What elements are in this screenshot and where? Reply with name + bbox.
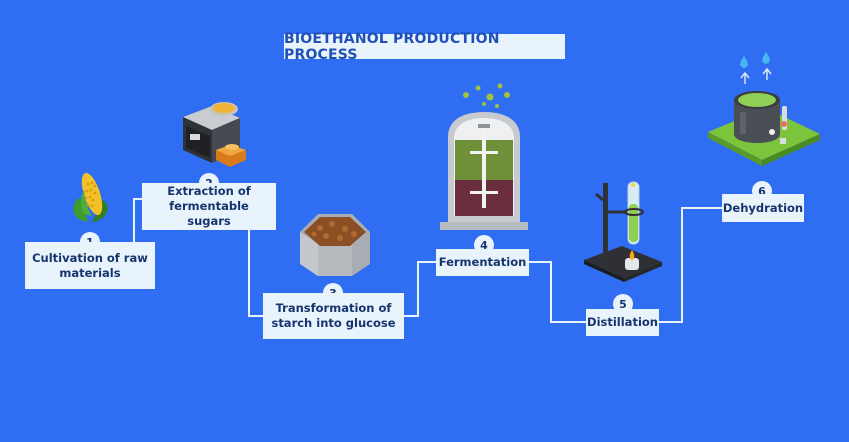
step-4-line1: Fermentation [438,255,527,269]
connector-2-3 [248,230,263,317]
step-3-line1: Transformation of [275,301,392,315]
step-2-line1: Extraction of [167,184,251,198]
step-5-line1: Distillation [587,315,658,329]
dehydration-tank-icon [708,52,820,166]
connector-5-6 [659,207,722,323]
corn-icon [73,172,108,222]
step-1-label: Cultivation of raw materials [25,242,155,289]
step-4-label: Fermentation [436,249,529,276]
step-2-label: Extraction of fermentable sugars [142,183,276,230]
fermentation-tank-icon [440,83,528,230]
connector-3-4 [404,261,436,317]
step-1-line2: materials [59,265,121,280]
step-6-label: Dehydration [722,194,804,222]
step-5-label: Distillation [586,309,659,336]
distillation-stand-icon [584,181,662,282]
connector-1-2 [133,198,142,242]
step-1-line1: Cultivation of raw [32,250,148,265]
step-3-label: Transformation of starch into glucose [263,293,404,339]
starch-tank-icon [300,214,370,276]
step-3-line2: starch into glucose [271,316,396,330]
step-2-line2: fermentable sugars [169,199,249,228]
step-6-line1: Dehydration [722,200,804,215]
sugar-extractor-icon [183,102,246,167]
connector-lines [133,198,722,323]
connector-4-5 [529,261,586,323]
page-title: BIOETHANOL PRODUCTION PROCESS [284,31,565,63]
